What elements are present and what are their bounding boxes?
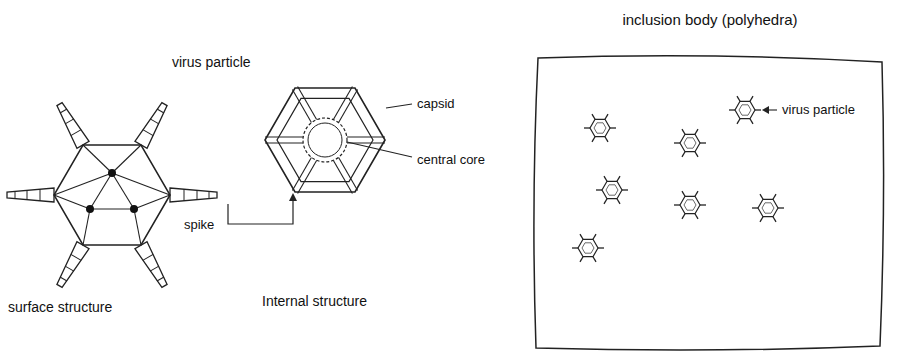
figure-caption: surface structure bbox=[8, 300, 112, 315]
part-label: central core bbox=[417, 152, 485, 167]
callout-label: virus particle bbox=[782, 102, 855, 118]
inclusion-outline-path bbox=[534, 56, 884, 350]
inclusion-outline bbox=[530, 52, 890, 352]
figure-title: virus particle bbox=[172, 55, 251, 70]
inclusion-body: inclusion body (polyhedra) virus particle bbox=[530, 6, 890, 356]
part-label: capsid bbox=[417, 96, 455, 111]
figure-caption: Internal structure bbox=[262, 294, 367, 309]
part-label: spike bbox=[184, 217, 214, 232]
body-heading: inclusion body (polyhedra) bbox=[622, 12, 797, 28]
